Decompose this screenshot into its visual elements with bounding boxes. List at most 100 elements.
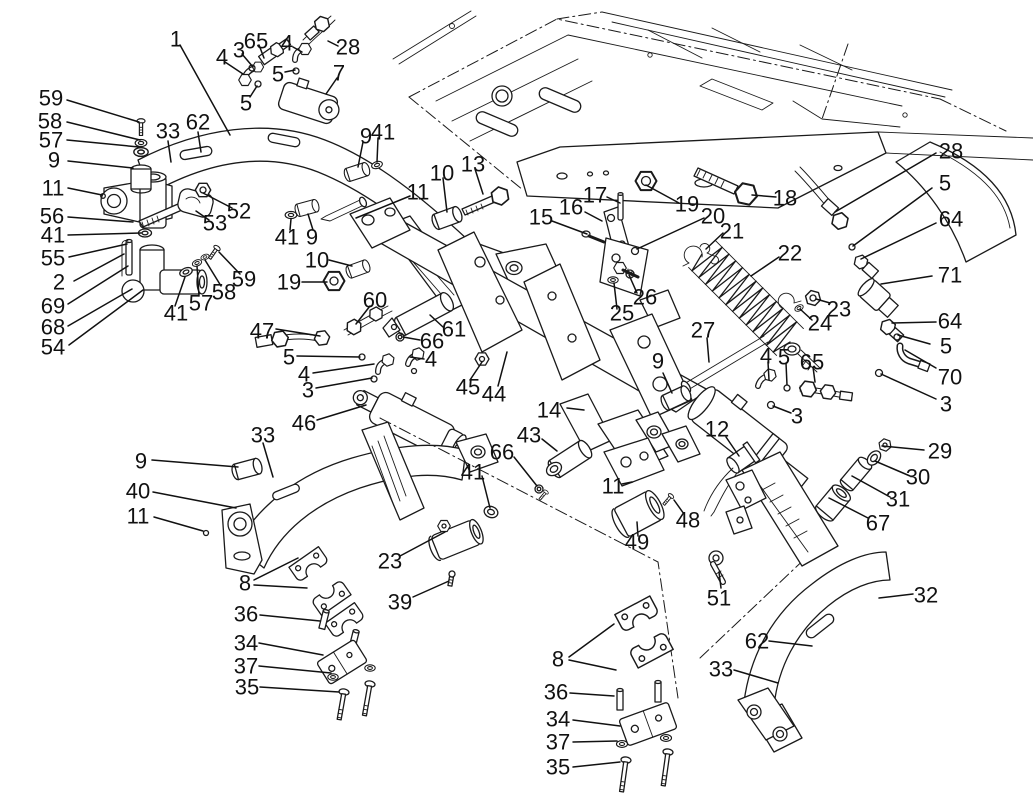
svg-text:11: 11 <box>42 176 65 201</box>
callout-12: 12 <box>705 417 740 457</box>
callout-41: 41 <box>371 120 395 163</box>
callout-33: 33 <box>251 423 275 478</box>
callout-4: 4 <box>409 347 437 372</box>
svg-text:7: 7 <box>333 61 345 86</box>
svg-text:5: 5 <box>778 345 790 370</box>
callout-35: 35 <box>546 755 621 780</box>
callout-21: 21 <box>705 219 744 250</box>
svg-text:61: 61 <box>442 317 466 342</box>
svg-text:41: 41 <box>275 225 299 250</box>
callout-45: 45 <box>456 361 483 400</box>
svg-text:29: 29 <box>928 439 952 464</box>
callout-15: 15 <box>529 205 588 235</box>
callout-53: 53 <box>195 210 227 236</box>
svg-text:30: 30 <box>906 465 930 490</box>
svg-text:4: 4 <box>425 347 437 372</box>
svg-text:37: 37 <box>546 730 570 755</box>
lower-left-lift-arm <box>202 421 499 721</box>
svg-text:17: 17 <box>583 183 607 208</box>
svg-text:34: 34 <box>546 707 570 732</box>
callout-13: 13 <box>461 152 485 195</box>
callout-51: 51 <box>707 571 731 611</box>
callout-9: 9 <box>48 148 134 173</box>
callout-65: 65 <box>800 350 824 383</box>
callout-29: 29 <box>881 439 952 464</box>
svg-text:62: 62 <box>745 629 769 654</box>
svg-text:11: 11 <box>602 474 625 499</box>
callout-18: 18 <box>751 186 797 211</box>
callout-52: 52 <box>202 192 251 224</box>
svg-text:28: 28 <box>939 139 963 164</box>
svg-text:3: 3 <box>791 404 803 429</box>
callout-56: 56 <box>40 204 134 229</box>
callout-11: 11 <box>602 474 633 499</box>
callout-46: 46 <box>292 404 367 436</box>
callout-32: 32 <box>878 583 938 608</box>
svg-text:33: 33 <box>251 423 275 448</box>
callout-69: 69 <box>41 265 129 319</box>
right-hydraulic-cylinder <box>611 367 894 538</box>
callout-57: 57 <box>189 265 213 316</box>
svg-text:16: 16 <box>559 195 583 220</box>
svg-text:67: 67 <box>866 511 890 536</box>
callout-3: 3 <box>880 373 952 417</box>
svg-text:36: 36 <box>234 602 258 627</box>
callout-66: 66 <box>402 329 444 354</box>
svg-text:44: 44 <box>482 382 506 407</box>
svg-text:49: 49 <box>625 530 649 555</box>
callout-58: 58 <box>204 259 236 305</box>
svg-text:8: 8 <box>239 571 251 596</box>
callout-40: 40 <box>126 479 237 509</box>
callout-25: 25 <box>610 282 634 326</box>
callout-27: 27 <box>691 318 715 363</box>
callout-4: 4 <box>298 362 375 387</box>
callout-34: 34 <box>546 707 621 732</box>
svg-text:27: 27 <box>691 318 715 343</box>
svg-text:5: 5 <box>283 345 295 370</box>
callout-9: 9 <box>357 124 372 168</box>
svg-text:35: 35 <box>546 755 570 780</box>
svg-text:54: 54 <box>41 335 65 360</box>
svg-text:71: 71 <box>938 263 962 288</box>
svg-text:9: 9 <box>135 449 147 474</box>
callout-4: 4 <box>281 31 303 56</box>
svg-text:24: 24 <box>808 311 832 336</box>
callout-4: 4 <box>216 45 244 75</box>
svg-text:5: 5 <box>240 91 252 116</box>
svg-text:9: 9 <box>652 349 664 374</box>
svg-text:48: 48 <box>676 508 700 533</box>
callout-36: 36 <box>234 602 321 627</box>
callout-68: 68 <box>41 288 133 340</box>
callout-57: 57 <box>39 128 140 153</box>
svg-text:8: 8 <box>552 647 564 672</box>
callout-41: 41 <box>164 276 188 326</box>
callout-67: 67 <box>828 497 890 536</box>
callout-23: 23 <box>815 297 851 322</box>
callout-70: 70 <box>904 349 962 390</box>
svg-text:19: 19 <box>675 192 699 217</box>
svg-text:47: 47 <box>250 319 274 344</box>
svg-text:69: 69 <box>41 294 65 319</box>
left-pivot-assembly <box>100 118 222 303</box>
callout-1: 1 <box>170 27 231 136</box>
callout-62: 62 <box>186 110 210 153</box>
callout-11: 11 <box>355 180 429 219</box>
svg-text:28: 28 <box>336 35 360 60</box>
callout-22: 22 <box>750 241 802 277</box>
callout-9: 9 <box>652 349 673 394</box>
callout-64: 64 <box>891 309 962 334</box>
svg-text:22: 22 <box>778 241 802 266</box>
callout-55: 55 <box>41 243 128 271</box>
svg-text:52: 52 <box>227 199 251 224</box>
callout-37: 37 <box>234 654 332 679</box>
callout-17: 17 <box>583 183 621 208</box>
lower-right-lift-arm <box>379 417 891 793</box>
svg-text:4: 4 <box>281 31 293 56</box>
callout-26: 26 <box>628 274 657 310</box>
svg-text:36: 36 <box>544 680 568 705</box>
svg-text:19: 19 <box>277 270 301 295</box>
svg-text:56: 56 <box>40 204 64 229</box>
svg-text:4: 4 <box>298 362 310 387</box>
svg-text:45: 45 <box>456 375 480 400</box>
